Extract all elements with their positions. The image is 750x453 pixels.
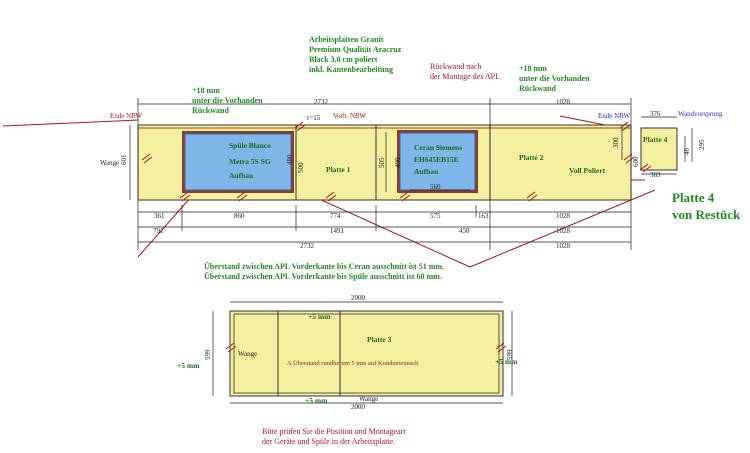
dim-top-1028: 1028 bbox=[556, 98, 571, 106]
backwall-line-2: der Montage des APL bbox=[430, 72, 500, 81]
dim-p3-2000-bottom: 2000 bbox=[351, 403, 366, 411]
plus18-right-line-2: unter die Vorhanden bbox=[519, 74, 590, 83]
dim-row1-1028: 1028 bbox=[556, 212, 571, 220]
voll-poliert-label: Voll Poliert bbox=[569, 166, 606, 175]
sink-cutout bbox=[184, 133, 292, 191]
dim-row1-361: 361 bbox=[154, 212, 165, 220]
dim-row2-1028: 1028 bbox=[556, 227, 571, 235]
dim-p2-300: 300 bbox=[612, 137, 620, 148]
plus5-bottom: +5 mm bbox=[305, 396, 328, 405]
dim-p2-600: 600 bbox=[632, 156, 640, 167]
plus18-right-line-3: Rückwand bbox=[519, 84, 556, 93]
material-line-2: Premium Qualität Aracruz bbox=[309, 45, 402, 54]
overhang-note: Überstand zwischen APL Vorderkante bis C… bbox=[204, 262, 444, 282]
dim-top-2732: 2732 bbox=[314, 98, 329, 106]
wange-bottom-label: Wange bbox=[359, 395, 378, 403]
platte4-label: Platte 4 bbox=[643, 135, 668, 144]
plus5-top: +5 mm bbox=[308, 312, 331, 321]
plus5-left: +5 mm bbox=[177, 361, 200, 370]
material-line-3: Black 3,0 cm poliert bbox=[309, 55, 378, 64]
cutout-labels: Spüle Blanco Metra 5S SG Aufbau Ceran Si… bbox=[177, 135, 668, 405]
plus18-right-line-1: +18 mm bbox=[519, 64, 547, 73]
ende-nrw-left: Ende NRW bbox=[110, 112, 142, 120]
platte3-label: Platte 3 bbox=[367, 335, 392, 344]
plus18-left-line-1: +18 mm bbox=[192, 86, 220, 95]
plate4-rest-note: Platte 4 von Restück bbox=[672, 189, 740, 223]
sink-line-1: Spüle Blanco bbox=[229, 141, 271, 150]
material-note: Arbeitsplatten Granit Premium Qualität A… bbox=[309, 35, 401, 75]
sink-line-3: Aufbau bbox=[229, 171, 253, 180]
check-line-1: Bitte prüfen Sie die Position und Montag… bbox=[262, 427, 406, 436]
dim-p3-599-left: 599 bbox=[204, 349, 212, 360]
dim-cooktop-505: 505 bbox=[378, 157, 386, 168]
cooktop-line-1: Ceran Siemens bbox=[414, 143, 462, 152]
overhang-line-1: Überstand zwischen APL Vorderkante bis C… bbox=[204, 262, 445, 271]
plus18-left-note: +18 mm unter die Vorhanden Rückwand bbox=[192, 86, 263, 116]
edge-marks bbox=[141, 121, 652, 202]
plus18-right-note: +18 mm unter die Vorhanden Rückwand bbox=[519, 64, 590, 94]
dim-p4-383: 383 bbox=[650, 171, 661, 179]
dim-row1-163: 163 bbox=[478, 212, 489, 220]
plus18-left-line-3: Rückwand bbox=[192, 106, 229, 115]
platte1-label: Platte 1 bbox=[326, 165, 351, 174]
drawing-text: Ende NRW Ende NRW Vorh. NRW Wandvorsprun… bbox=[100, 98, 723, 411]
dim-p3-2000-top: 2000 bbox=[351, 294, 366, 302]
backwall-note: Rückwand nach der Montage des APL bbox=[430, 62, 500, 82]
cooktop-line-2: EH645EB15E bbox=[414, 155, 459, 164]
dim-row1-575: 575 bbox=[430, 212, 441, 220]
dim-depth-601: 601 bbox=[120, 154, 128, 165]
r15-label: r=15 bbox=[307, 114, 321, 122]
dim-row3-2732: 2732 bbox=[300, 242, 315, 250]
dim-row1-860: 860 bbox=[234, 212, 245, 220]
check-note: Bitte prüfen Sie die Position und Montag… bbox=[262, 427, 406, 447]
dim-row1-774: 774 bbox=[330, 212, 341, 220]
wange-left-label: Wange bbox=[238, 350, 257, 358]
material-line-1: Arbeitsplatten Granit bbox=[309, 35, 384, 44]
wall-end-line bbox=[2, 119, 139, 127]
dimension-lines bbox=[129, 98, 693, 404]
wange-top-label: Wange bbox=[100, 159, 119, 167]
platte4-shape bbox=[640, 127, 678, 171]
sink-line-2: Metra 5S SG bbox=[229, 157, 271, 166]
check-line-2: der Geräte und Spüle in der Arbeitsplatt… bbox=[262, 437, 396, 446]
dim-p4-295: 295 bbox=[698, 139, 706, 150]
plate4-rest-line-2: von Restück bbox=[672, 207, 741, 222]
rounded-note: A Überstand rundherum 5 mm auf Kundenwun… bbox=[287, 360, 419, 367]
vorh-nrw-label: Vorh. NRW bbox=[333, 112, 366, 120]
dim-cooktop-560: 560 bbox=[430, 183, 441, 191]
platte3-edge-marks bbox=[225, 342, 507, 353]
plate4-rest-line-1: Platte 4 bbox=[672, 190, 715, 205]
plus18-left-line-2: unter die Vorhanden bbox=[192, 96, 263, 105]
dim-row2-450: 450 bbox=[459, 227, 470, 235]
dim-row2-791: 791 bbox=[153, 227, 164, 235]
platte2-label: Platte 2 bbox=[519, 153, 544, 162]
platte3-inner bbox=[233, 313, 500, 394]
dim-cooktop-490: 490 bbox=[394, 157, 402, 168]
overhang-line-2: Überstand zwischen APL Vorderkante bis S… bbox=[204, 272, 442, 281]
dim-row3-1028: 1028 bbox=[556, 242, 571, 250]
dim-p4-46: 46 bbox=[683, 148, 691, 156]
wandvorsprung-label: Wandvorsprung bbox=[678, 110, 723, 118]
dim-p1-500: 500 bbox=[297, 162, 305, 173]
platte3-shape bbox=[229, 310, 504, 397]
dim-top-376: 376 bbox=[650, 110, 661, 118]
plus5-right: +5 mm bbox=[495, 357, 518, 366]
dim-row2-1491: 1491 bbox=[330, 227, 345, 235]
cooktop-line-3: Aufbau bbox=[414, 167, 438, 176]
backwall-line-1: Rückwand nach bbox=[430, 62, 482, 71]
ende-nrw-right: Ende NRW bbox=[598, 112, 630, 120]
material-line-4: inkl. Kantenbearbeitung bbox=[309, 65, 394, 74]
dim-p3-599-right: 599 bbox=[506, 349, 514, 360]
plate4-link-line-2 bbox=[469, 189, 656, 268]
dim-sink-480: 480 bbox=[286, 154, 294, 165]
